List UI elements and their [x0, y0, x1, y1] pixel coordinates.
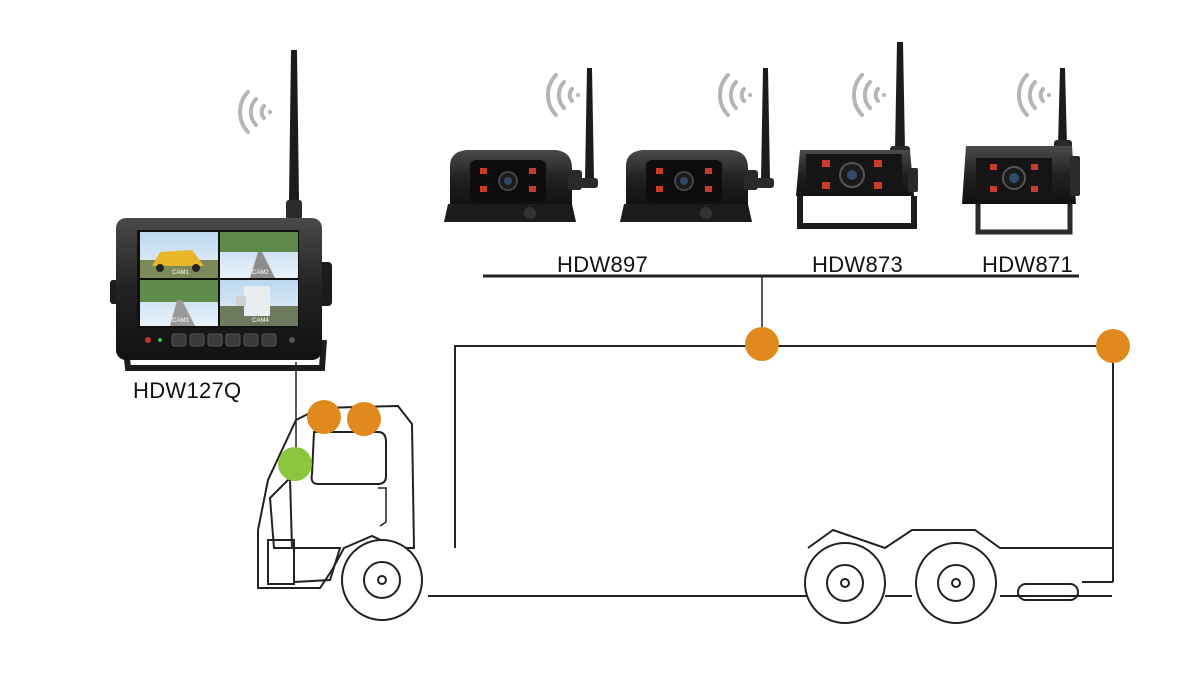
monitor-device: CAM1 CAM2 CAM3 CAM4 [110, 50, 332, 371]
camera-hdw897-2 [620, 68, 774, 222]
wheel [804, 542, 886, 624]
antenna-icon [1054, 68, 1072, 150]
antenna-icon [890, 42, 910, 156]
monitor-model-label: HDW127Q [133, 378, 242, 403]
cab-window [310, 431, 387, 485]
quad-caption-1: CAM1 [172, 270, 189, 276]
quad-view-screen: CAM1 CAM2 CAM3 CAM4 [140, 232, 298, 326]
wireless-signal-icon [1017, 73, 1051, 117]
mount-point-trailer-middle [745, 327, 779, 361]
camera-hdw873 [796, 42, 918, 229]
mount-point-trailer-rear [1096, 329, 1130, 363]
antenna-icon [756, 68, 774, 188]
quad-caption-4: CAM4 [252, 318, 269, 324]
antenna-icon [286, 50, 302, 220]
wireless-signal-icon [718, 73, 752, 117]
wireless-signal-icon [852, 73, 886, 117]
camera-mount-points [307, 327, 1130, 436]
truck-outline [257, 345, 1114, 601]
wheel [341, 539, 423, 621]
wireless-signal-icon [238, 90, 272, 134]
camera-model-label-hdw873: HDW873 [812, 252, 904, 277]
antenna-icon [580, 68, 598, 188]
power-led [145, 337, 151, 343]
wheel [915, 542, 997, 624]
status-led [158, 338, 162, 342]
camera-hdw871 [962, 68, 1080, 235]
connection-lines [295, 274, 1079, 462]
quad-caption-3: CAM3 [172, 318, 189, 324]
trailer-box [454, 345, 1114, 550]
mount-point-cab-left [307, 400, 341, 434]
wireless-signal-icon [546, 73, 580, 117]
camera-model-label-hdw897: HDW897 [557, 252, 649, 277]
monitor-buttons [171, 333, 277, 347]
camera-model-label-hdw871: HDW871 [982, 252, 1074, 277]
camera-hdw897-1 [444, 68, 598, 222]
quad-caption-2: CAM2 [252, 270, 269, 276]
mount-point-cab-right [347, 402, 381, 436]
monitor-mount-point [278, 447, 312, 481]
